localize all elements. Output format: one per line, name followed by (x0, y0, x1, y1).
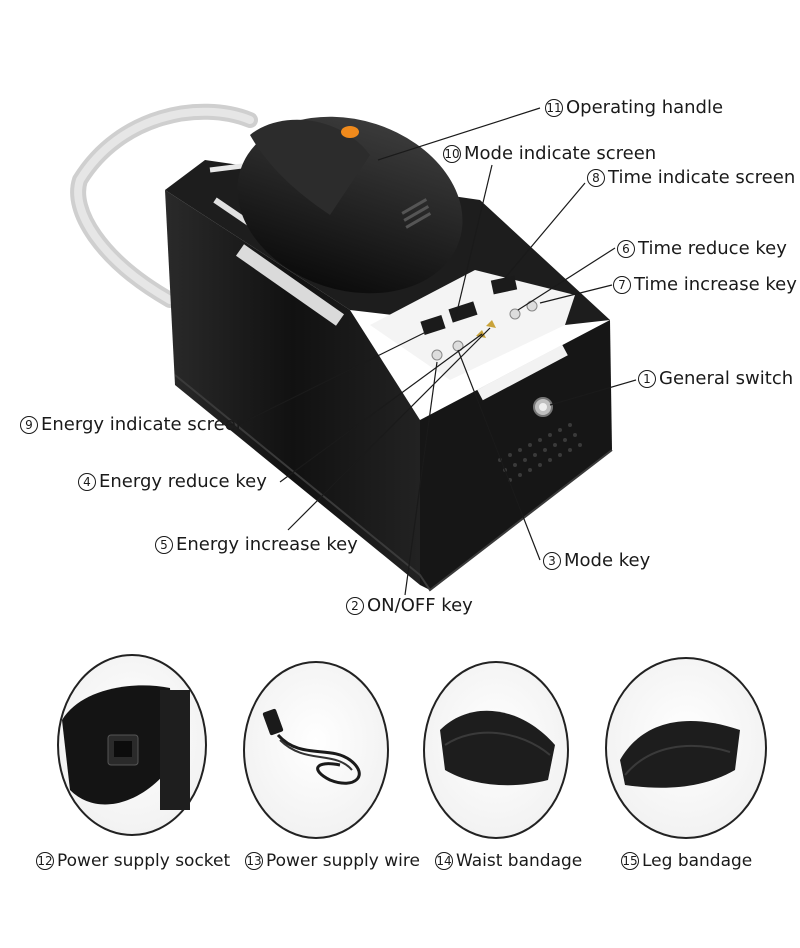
callout-text: Waist bandage (456, 851, 583, 871)
callout-text: Leg bandage (642, 851, 753, 871)
callout-number: 2 (346, 597, 364, 615)
callout-number: 8 (587, 169, 605, 187)
speaker-grille (498, 423, 582, 482)
callout-number: 1 (638, 370, 656, 388)
accessory-socket-image (57, 654, 207, 836)
callout-text: Power supply wire (266, 851, 420, 871)
accessory-waist-bandage-image (423, 661, 569, 839)
callout-number: 14 (435, 852, 453, 870)
energy-display (420, 314, 446, 336)
callout-number: 6 (617, 240, 635, 258)
accessory-leg-bandage-image (605, 657, 767, 839)
callout-text: General switch (659, 368, 794, 389)
time-reduce-key (509, 308, 521, 320)
device-left-side (165, 190, 420, 585)
device-front-face (420, 320, 612, 590)
time-display (490, 275, 518, 295)
on-off-key (431, 349, 443, 361)
callout-text: Energy reduce key (99, 471, 267, 492)
callout-number: 13 (245, 852, 263, 870)
callout-text: Mode key (564, 550, 651, 571)
handle-vent (401, 198, 432, 229)
callout-number: 3 (543, 552, 561, 570)
callout-text: Energy increase key (176, 534, 358, 555)
callout-number: 7 (613, 276, 631, 294)
callout-number: 9 (20, 416, 38, 434)
callout-text: Mode indicate screen (464, 143, 657, 164)
energy-increase-key (486, 320, 496, 328)
callout-text: ON/OFF key (367, 595, 473, 616)
callout-number: 5 (155, 536, 173, 554)
accessory-wire-image (243, 661, 389, 839)
callout-text: Time indicate screen (608, 167, 796, 188)
handle-indicator-light (341, 126, 359, 138)
callout-text: Time reduce key (638, 238, 787, 259)
callout-number: 11 (545, 99, 563, 117)
control-panel (370, 270, 575, 380)
callout-number: 15 (621, 852, 639, 870)
callout-number: 10 (443, 145, 461, 163)
leader-lines (237, 107, 637, 596)
callout-text: Energy indicate screen (41, 414, 248, 435)
callout-text: Time increase key (634, 274, 797, 295)
callout-text: Operating handle (566, 97, 724, 118)
callout-number: 4 (78, 473, 96, 491)
callout-text: Power supply socket (57, 851, 231, 871)
callout-number: 12 (36, 852, 54, 870)
